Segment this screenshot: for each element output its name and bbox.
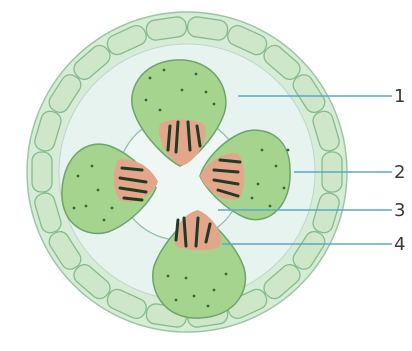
xylem-strand [184, 218, 186, 246]
speckle-dot [91, 165, 94, 168]
speckle-dot [257, 183, 260, 186]
speckle-dot [149, 77, 152, 80]
speckle-dot [111, 207, 114, 210]
xylem-strand [168, 126, 170, 150]
speckle-dot [77, 175, 80, 178]
speckle-dot [181, 89, 184, 92]
speckle-dot [193, 295, 196, 298]
speckle-dot [145, 99, 148, 102]
label-text-3: 3 [394, 200, 405, 221]
xylem-strand [124, 198, 142, 200]
xylem-strand [122, 168, 142, 170]
speckle-dot [159, 109, 162, 112]
xylem-strand [220, 160, 240, 162]
speckle-dot [287, 149, 290, 152]
label-text-2: 2 [394, 162, 405, 183]
label-text-1: 1 [394, 86, 405, 107]
xylem-strand [188, 122, 190, 150]
xylem-strand [196, 218, 198, 246]
xylem-strand [176, 220, 178, 240]
epidermal-cell [32, 152, 52, 192]
xylem-strand [176, 122, 178, 152]
speckle-dot [207, 305, 210, 308]
speckle-dot [261, 149, 264, 152]
speckle-dot [97, 189, 100, 192]
speckle-dot [251, 197, 254, 200]
xylem-strand [214, 170, 238, 172]
label-text-4: 4 [394, 234, 405, 255]
speckle-dot [269, 205, 272, 208]
speckle-dot [85, 205, 88, 208]
speckle-dot [103, 219, 106, 222]
speckle-dot [213, 103, 216, 106]
speckle-dot [167, 275, 170, 278]
speckle-dot [275, 165, 278, 168]
speckle-dot [225, 273, 228, 276]
speckle-dot [283, 187, 286, 190]
speckle-dot [205, 91, 208, 94]
speckle-dot [213, 289, 216, 292]
speckle-dot [185, 277, 188, 280]
speckle-dot [163, 69, 166, 72]
speckle-dot [73, 207, 76, 210]
speckle-dot [195, 73, 198, 76]
speckle-dot [175, 299, 178, 302]
